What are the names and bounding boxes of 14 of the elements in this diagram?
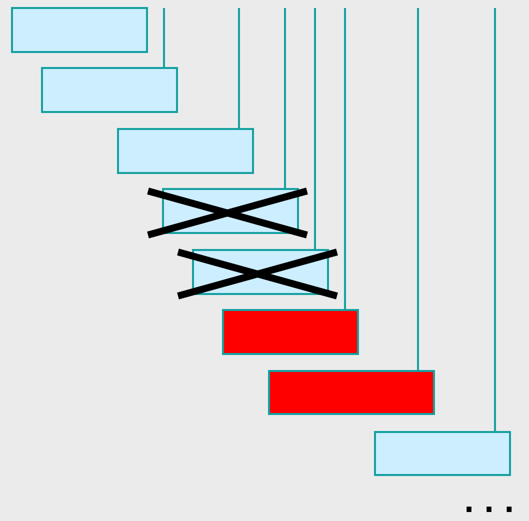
process-box — [41, 67, 178, 113]
process-box — [222, 309, 359, 355]
ellipsis-text: ... — [460, 488, 520, 518]
leader-line — [284, 8, 286, 188]
leader-line — [238, 8, 240, 128]
leader-line — [163, 8, 165, 67]
leader-line — [314, 8, 316, 249]
leader-line — [344, 8, 346, 309]
process-box — [117, 128, 254, 174]
process-box — [374, 431, 511, 476]
leader-line — [417, 8, 419, 370]
leader-line — [494, 8, 496, 431]
process-box — [11, 7, 148, 53]
process-box — [268, 370, 435, 415]
